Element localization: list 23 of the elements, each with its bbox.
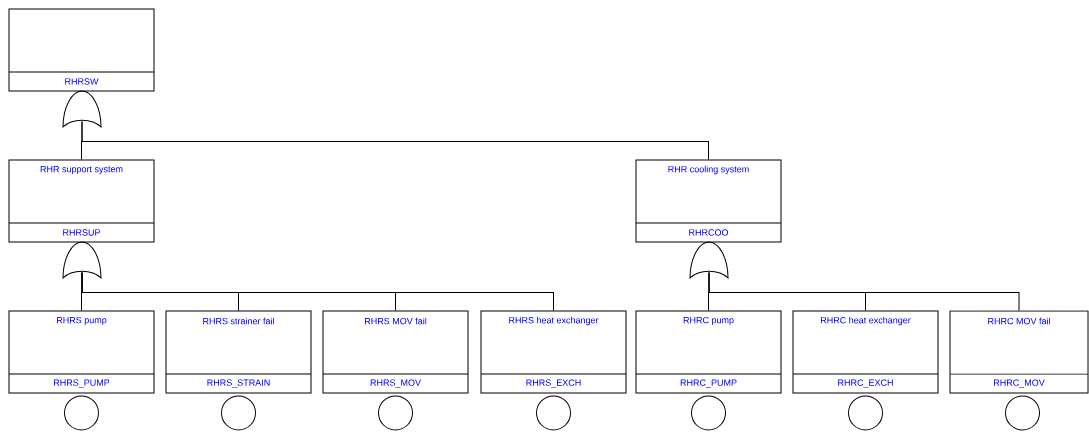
or-gate [689, 241, 729, 279]
event-box: RHRS strainer fail RHRS_STRAIN [165, 310, 312, 394]
event-box: RHR cooling system RHRCOO [635, 159, 782, 243]
basic-event-circle [1005, 395, 1040, 431]
connector-line [708, 272, 1020, 311]
event-box: RHRS MOV fail RHRS_MOV [322, 310, 469, 394]
basic-event-circle [221, 395, 256, 431]
connector-line [81, 121, 709, 160]
basic-event-circle [691, 395, 726, 431]
event-box: RHRS pump RHRS_PUMP [8, 310, 155, 394]
or-gate [62, 241, 102, 279]
basic-event-circle [378, 395, 413, 431]
basic-event-circle [64, 395, 99, 431]
or-gate [62, 90, 102, 128]
event-box: RHR support system RHRSUP [8, 159, 155, 243]
event-box: RHRS heat exchanger RHRS_EXCH [480, 310, 627, 394]
event-box: RHRC pump RHRC_PUMP [635, 310, 782, 394]
event-box: RHRC MOV fail RHRC_MOV [949, 310, 1089, 394]
connector-line [81, 272, 554, 311]
basic-event-circle [536, 395, 571, 431]
basic-event-circle [848, 395, 883, 431]
event-box: RHRSW [8, 8, 155, 92]
event-box: RHRC heat exchanger RHRC_EXCH [792, 310, 939, 394]
